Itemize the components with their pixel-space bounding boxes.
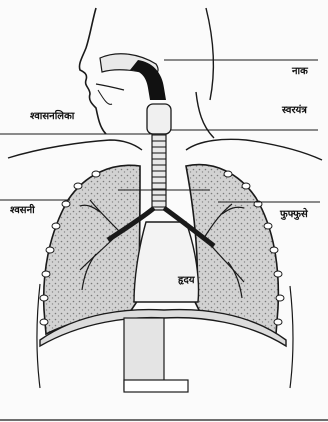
label-lungs: फुफ्फुसे — [280, 210, 308, 220]
label-trachea: श्वासनलिका — [30, 112, 74, 122]
left-chest-wall — [37, 284, 40, 388]
left-lung — [44, 165, 140, 334]
label-heart: हृदय — [178, 276, 195, 286]
label-nose: नाक — [292, 67, 308, 77]
neck-outline — [196, 92, 214, 138]
abdominal-band — [124, 380, 188, 392]
larynx — [147, 104, 171, 134]
label-bronchi: श्वसनी — [10, 206, 35, 216]
label-larynx: स्वरयंत्र — [282, 106, 307, 116]
mouth — [96, 84, 124, 90]
trachea — [152, 134, 166, 210]
tongue — [98, 90, 112, 104]
right-chest-wall — [290, 286, 293, 388]
heart — [134, 222, 199, 302]
airway-pharynx — [130, 60, 166, 100]
right-shoulder — [186, 139, 322, 160]
left-shoulder — [8, 140, 142, 158]
spine — [124, 318, 164, 390]
back-of-head — [206, 8, 213, 100]
